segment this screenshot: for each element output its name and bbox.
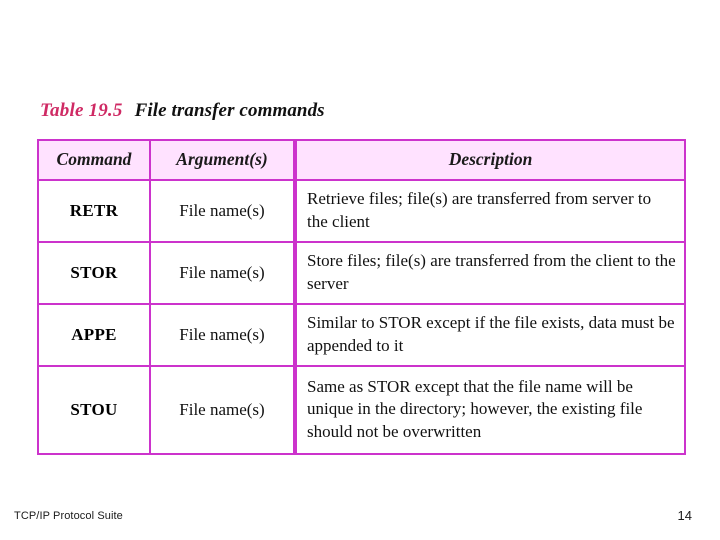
column-header-arguments: Argument(s): [149, 139, 296, 181]
column-header-description-label: Description: [448, 149, 533, 170]
table-caption-text: File transfer commands: [134, 100, 325, 121]
description-text-retr: Retrieve files; file(s) are transferred …: [307, 189, 652, 231]
file-transfer-commands-table: Command Argument(s) Description RETR: [37, 139, 686, 455]
argument-value-appe: File name(s): [179, 325, 265, 344]
cell-command: STOU: [37, 365, 151, 455]
table-row: STOU File name(s) Same as STOR except th…: [37, 365, 686, 455]
table-header-row: Command Argument(s) Description: [37, 139, 686, 181]
cell-argument: File name(s): [149, 365, 296, 455]
table-row: STOR File name(s) Store files; file(s) a…: [37, 241, 686, 305]
footer-page-number: 14: [677, 508, 692, 523]
argument-value-stou: File name(s): [179, 400, 265, 419]
cell-argument: File name(s): [149, 179, 296, 243]
column-header-description: Description: [293, 139, 686, 181]
table-row: RETR File name(s) Retrieve files; file(s…: [37, 179, 686, 243]
cell-command: RETR: [37, 179, 151, 243]
cell-description: Similar to STOR except if the file exist…: [293, 303, 686, 367]
column-header-arguments-label: Argument(s): [176, 149, 268, 170]
table-row: APPE File name(s) Similar to STOR except…: [37, 303, 686, 367]
argument-value-stor: File name(s): [179, 263, 265, 282]
table-number-label: Table 19.5: [40, 100, 123, 121]
command-name-appe: APPE: [71, 325, 117, 344]
footer-book-title: TCP/IP Protocol Suite: [14, 510, 123, 522]
cell-command: STOR: [37, 241, 151, 305]
cell-argument: File name(s): [149, 303, 296, 367]
cell-command: APPE: [37, 303, 151, 367]
cell-description: Store files; file(s) are transferred fro…: [293, 241, 686, 305]
column-header-command-label: Command: [56, 149, 132, 170]
command-name-retr: RETR: [69, 201, 119, 220]
command-name-stou: STOU: [70, 400, 118, 419]
description-text-stor: Store files; file(s) are transferred fro…: [307, 251, 676, 293]
cell-description: Retrieve files; file(s) are transferred …: [293, 179, 686, 243]
cell-description: Same as STOR except that the file name w…: [293, 365, 686, 455]
command-name-stor: STOR: [70, 263, 118, 282]
argument-value-retr: File name(s): [179, 201, 265, 220]
description-text-appe: Similar to STOR except if the file exist…: [307, 313, 675, 355]
column-header-command: Command: [37, 139, 151, 181]
description-text-stou: Same as STOR except that the file name w…: [307, 376, 643, 441]
cell-argument: File name(s): [149, 241, 296, 305]
slide-title: Table 19.5 File transfer commands: [40, 100, 325, 122]
